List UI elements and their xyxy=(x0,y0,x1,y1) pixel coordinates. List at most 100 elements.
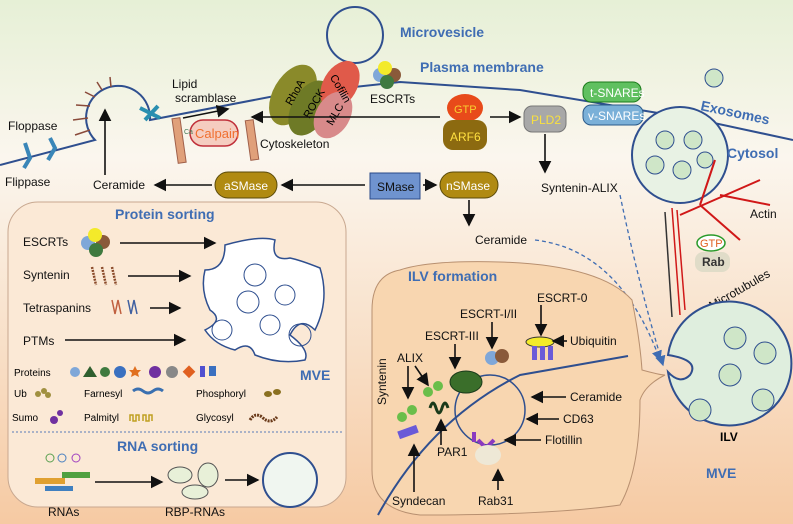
flippase-icon xyxy=(22,142,33,170)
rab-gtp-label: GTP xyxy=(700,238,723,250)
ilv-panel xyxy=(371,261,666,516)
rab31-label: Rab31 xyxy=(478,494,514,508)
mve-label: MVE xyxy=(706,465,736,481)
row-escrts: ESCRTs xyxy=(23,235,68,249)
dashed-arrow-syntenin-mve xyxy=(619,194,666,367)
t-snares-box xyxy=(582,81,642,103)
arf6-label: ARF6 xyxy=(450,130,481,144)
escrts-icon xyxy=(81,228,110,257)
ceramide-mid-label: Ceramide xyxy=(475,233,527,247)
rnas-label: RNAs xyxy=(48,505,79,519)
par1-label: PAR1 xyxy=(437,445,468,459)
pld2-label: PLD2 xyxy=(531,113,561,127)
ceramide-ilv-label: Ceramide xyxy=(570,390,622,404)
nsmase-box xyxy=(439,171,499,199)
actin-label: Actin xyxy=(750,207,777,221)
cytoskeleton-label: Cytoskeleton xyxy=(260,137,329,151)
legend-proteins: Proteins xyxy=(14,368,51,379)
v-snares-box xyxy=(582,104,644,126)
exosome-release-vesicle xyxy=(631,106,729,204)
pld2-box xyxy=(523,105,567,133)
asmase-label: aSMase xyxy=(224,179,268,193)
microvesicle xyxy=(326,6,384,64)
rna-sorting-title: RNA sorting xyxy=(117,438,198,454)
rna-vesicle xyxy=(262,452,318,508)
glycosyl-icon xyxy=(248,413,279,423)
actin-filaments xyxy=(679,159,771,241)
flippase-label: Flippase xyxy=(5,175,51,189)
rnas-icon xyxy=(35,453,90,491)
rab-box xyxy=(695,252,730,272)
alix-blobs xyxy=(397,381,443,422)
legend-farnesyl: Farnesyl xyxy=(84,389,122,400)
escrt-0-label: ESCRT-0 xyxy=(537,291,588,305)
rab-gtp xyxy=(696,234,726,252)
ub-icon xyxy=(35,388,51,398)
plasma-membrane-label: Plasma membrane xyxy=(420,59,544,75)
flotillin-label: Flotillin xyxy=(545,433,582,447)
syntenin-alix-label: Syntenin-ALIX xyxy=(541,181,618,195)
floppase-icon xyxy=(46,137,58,162)
escrts-label: ESCRTs xyxy=(370,92,415,106)
lipid-scramblase-icon xyxy=(139,104,161,122)
ceramide-left-label: Ceramide xyxy=(93,178,145,192)
syntenin-label: Syntenin xyxy=(375,358,389,405)
exosomes xyxy=(645,68,724,180)
rab-label: Rab xyxy=(702,255,725,269)
tetraspanins-icon xyxy=(111,299,138,315)
syntenin-icon xyxy=(90,266,118,286)
row-syntenin: Syntenin xyxy=(23,268,70,282)
escrt-0-blob xyxy=(525,336,555,348)
lipid-scramblase-label-1: Lipid xyxy=(172,77,197,91)
rbp-rnas-icon xyxy=(167,462,219,500)
dashed-arrow-ceramide-mve xyxy=(534,239,662,362)
mve-protein-ilvs xyxy=(211,263,312,347)
gtp-blob xyxy=(447,94,483,122)
calpain-label: Calpain xyxy=(195,126,239,141)
legend-palmityl: Palmityl xyxy=(84,413,119,424)
protein-shapes-icon xyxy=(70,365,216,379)
ilv-formation-title: ILV formation xyxy=(408,268,497,284)
mlc xyxy=(313,91,353,139)
actin-rod xyxy=(244,119,260,161)
cytosol-label: Cytosol xyxy=(727,145,778,161)
protein-sorting-title: Protein sorting xyxy=(115,206,215,222)
calpain-box xyxy=(189,119,239,147)
lipid-heads xyxy=(72,76,112,136)
rbp-rnas-label: RBP-RNAs xyxy=(165,505,225,519)
actin-rod xyxy=(171,117,187,164)
phosphoryl-icon xyxy=(264,389,281,397)
sumo-icon xyxy=(50,410,63,424)
alix-label: ALIX xyxy=(397,351,423,365)
row-tetraspanins: Tetraspanins xyxy=(23,301,91,315)
gtp-label: GTP xyxy=(454,104,477,116)
ubiquitin-receptor xyxy=(532,346,553,360)
nsmase-label: nSMase xyxy=(446,179,490,193)
microtubules xyxy=(664,207,686,318)
legend-phosphoryl: Phosphoryl xyxy=(196,389,246,400)
par1-icon xyxy=(428,401,450,415)
lipid-scramblase-label-2: scramblase xyxy=(175,91,237,105)
legend-ub: Ub xyxy=(14,389,27,400)
microvesicle-label: Microvesicle xyxy=(400,24,484,40)
mve-protein-label: MVE xyxy=(300,367,330,383)
smase-box xyxy=(369,172,421,200)
escrt-i-ii-blob xyxy=(495,349,509,363)
escrt-i-ii-label: ESCRT-I/II xyxy=(460,307,517,321)
v-snares-label: v-SNAREs xyxy=(588,109,645,123)
smase-label: SMase xyxy=(377,180,415,194)
row-ptms: PTMs xyxy=(23,334,54,348)
ilv-label: ILV xyxy=(720,430,738,444)
escrt-iii-blob xyxy=(449,370,483,394)
legend-sumo: Sumo xyxy=(12,413,39,424)
t-snares-label: t-SNAREs xyxy=(590,86,645,100)
syndecan-icon xyxy=(397,424,419,440)
ubiquitin-label: Ubiquitin xyxy=(570,334,617,348)
cd63-label: CD63 xyxy=(563,412,594,426)
escrt-iii-label: ESCRT-III xyxy=(425,329,479,343)
floppase-label: Floppase xyxy=(8,119,58,133)
arrow-alix-2 xyxy=(414,365,429,387)
rab31-blob xyxy=(475,445,501,465)
ca-label: Ca xyxy=(184,129,193,136)
